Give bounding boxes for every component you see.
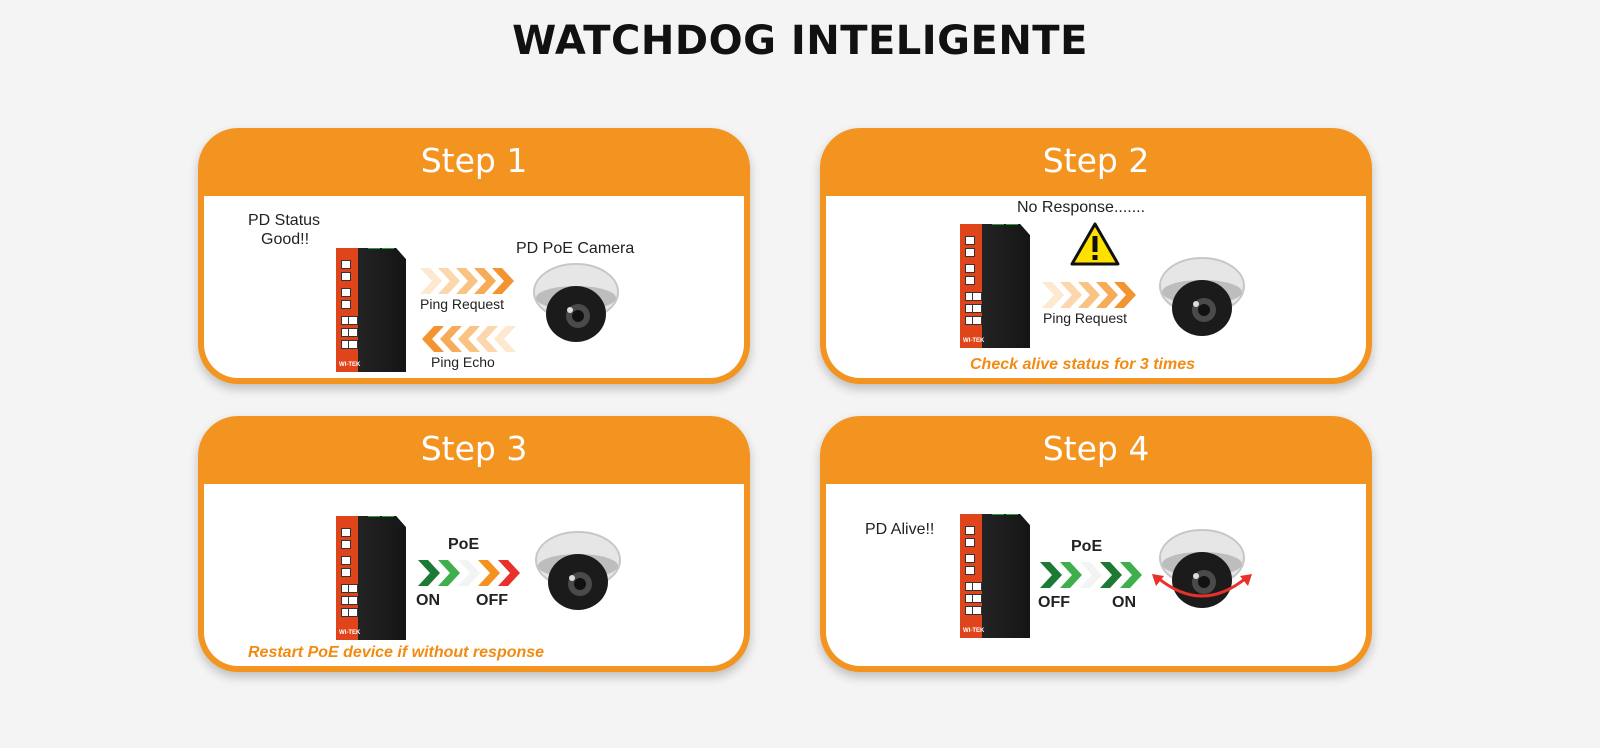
poe-on-off-arrows-icon — [418, 560, 520, 586]
dome-camera-icon — [533, 263, 619, 342]
dome-camera-icon — [1159, 529, 1245, 608]
pd-status-label: PD Status — [248, 212, 321, 229]
poe-off-label: OFF — [476, 592, 508, 609]
step-4-card: Step 4 PD Alive!! WI-TEK PoE OFF ON — [820, 416, 1372, 672]
step-1-card: Step 1 PD Status Good!! WI-TEK Ping Requ… — [198, 128, 750, 384]
step-3-note: Restart PoE device if without response — [248, 644, 545, 661]
dome-camera-icon — [1159, 257, 1245, 336]
ping-request-arrows-icon — [420, 268, 514, 294]
poe-label: PoE — [1071, 538, 1103, 555]
step-1-body: PD Status Good!! WI-TEK Ping Request — [204, 196, 744, 378]
step-3-card: Step 3 WI-TEK PoE ON OFF — [198, 416, 750, 672]
no-response-label: No Response....... — [1017, 199, 1146, 216]
step-4-title: Step 4 — [1042, 429, 1150, 468]
ping-request-label: Ping Request — [420, 296, 505, 312]
camera-label: PD PoE Camera — [516, 240, 635, 257]
step-3-body: WI-TEK PoE ON OFF Restart PoE device if … — [204, 484, 744, 666]
pd-alive-label: PD Alive!! — [865, 521, 935, 538]
step-3-title: Step 3 — [420, 429, 528, 468]
page-title: WATCHDOG INTELIGENTE — [512, 18, 1088, 64]
poe-switch-icon: WI-TEK — [336, 516, 406, 640]
poe-on-label: ON — [1112, 594, 1136, 611]
poe-switch-icon: WI-TEK — [960, 514, 1030, 638]
step-2-title: Step 2 — [1042, 141, 1150, 180]
ping-echo-label: Ping Echo — [431, 354, 495, 370]
poe-on-label: ON — [416, 592, 440, 609]
step-2-card: Step 2 No Response....... WI-TEK Ping Re… — [820, 128, 1372, 384]
poe-label: PoE — [448, 536, 480, 553]
ping-request-arrows-icon — [1042, 282, 1136, 308]
dome-camera-icon — [535, 531, 621, 610]
poe-switch-icon: WI-TEK — [336, 248, 406, 372]
ping-echo-arrows-icon — [422, 326, 516, 352]
poe-switch-icon: WI-TEK — [960, 224, 1030, 348]
step-2-note: Check alive status for 3 times — [970, 356, 1195, 373]
warning-icon — [1070, 222, 1120, 266]
step-1-title: Step 1 — [420, 141, 528, 180]
step-4-body: PD Alive!! WI-TEK PoE OFF ON — [826, 484, 1366, 666]
step-2-body: No Response....... WI-TEK Ping Request — [826, 196, 1366, 378]
poe-off-on-arrows-icon — [1040, 562, 1142, 588]
rotate-arrow-icon — [1152, 574, 1252, 598]
pd-status-value: Good!! — [261, 231, 310, 248]
ping-request-label: Ping Request — [1043, 310, 1128, 326]
poe-off-label: OFF — [1038, 594, 1070, 611]
